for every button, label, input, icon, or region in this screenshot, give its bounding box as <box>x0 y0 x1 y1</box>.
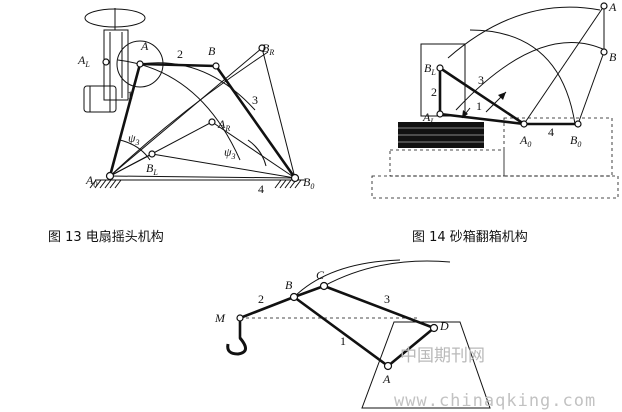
angle-arc-2 <box>247 139 267 167</box>
joint-b0 <box>290 173 300 183</box>
joint-a-fig15 <box>383 361 393 371</box>
figure-14-sandbox-mechanism: A B BL 2 3 1 AL 4 A0 B0 <box>371 0 619 199</box>
figure-13-fan-mechanism: A 2 B BR AL AR 1 3 ψ3 ψ3 BL A0 B0 4 <box>77 8 314 196</box>
label-link-4-fig14: 4 <box>548 125 554 139</box>
label-c: C <box>316 268 325 282</box>
label-link-3-fig14: 3 <box>478 73 484 87</box>
line-ar-b0 <box>211 121 296 179</box>
line-br-b0 <box>261 47 296 179</box>
label-link-2-fig14: 2 <box>431 85 437 99</box>
joint-bl <box>148 150 156 158</box>
arc-ab <box>139 62 256 111</box>
label-a: A <box>140 39 149 53</box>
joint-c <box>319 281 329 291</box>
label-link-2-fig15: 2 <box>258 292 264 306</box>
link-3-fig14 <box>438 66 526 126</box>
line-a0-a <box>523 5 605 125</box>
joint-a-fig14 <box>600 2 608 10</box>
joint-a0-fig14 <box>520 120 528 128</box>
link-2-fig15 <box>238 295 296 320</box>
arc-dashed <box>107 51 269 179</box>
motor-housing <box>83 85 117 113</box>
flip-frame <box>420 43 466 117</box>
link-1 <box>108 62 142 178</box>
arc-b <box>293 259 401 298</box>
label-psi-2: ψ3 <box>224 145 235 161</box>
label-b: B <box>208 44 216 58</box>
arc-upper <box>447 6 601 59</box>
joint-b <box>212 62 220 70</box>
label-link-3: 3 <box>252 93 258 107</box>
ground-hatch-a0 <box>89 179 122 189</box>
link-ad <box>386 326 436 368</box>
joint-b-fig14 <box>600 48 608 56</box>
label-a0: A0 <box>85 173 97 189</box>
arc-lower <box>469 29 576 125</box>
label-link-2: 2 <box>177 47 183 61</box>
base-frame <box>361 321 491 409</box>
foundation-left <box>389 149 505 177</box>
caption-figure-14: 图 14 砂箱翻箱机构 <box>412 229 528 245</box>
link-1-fig15 <box>292 295 390 368</box>
label-link-1: 1 <box>127 88 133 102</box>
label-d: D <box>439 319 449 333</box>
label-al: AL <box>77 53 90 69</box>
joint-al <box>102 58 110 66</box>
label-link-4: 4 <box>258 182 264 196</box>
joint-bl-fig14 <box>436 64 444 72</box>
hook-icon <box>226 337 247 356</box>
link-4-ground <box>109 175 296 179</box>
label-bl-fig14: BL <box>424 61 436 77</box>
line-a0-br <box>109 47 263 177</box>
joint-b0-fig14 <box>574 120 582 128</box>
caption-figure-13: 图 13 电扇摇头机构 <box>48 229 164 245</box>
joint-al-fig14 <box>436 110 444 118</box>
foundation-lower <box>371 175 619 199</box>
watermark-cn: 中国期刊网 <box>400 346 485 366</box>
label-b0-fig14: B0 <box>570 133 581 149</box>
link-2 <box>138 62 218 68</box>
label-link-3-fig15: 3 <box>384 292 390 306</box>
joint-m <box>236 314 244 322</box>
label-link-1-fig14: 1 <box>476 99 482 113</box>
joint-b-fig15 <box>289 292 299 302</box>
joint-ar <box>208 118 216 126</box>
link-3 <box>214 64 297 180</box>
joint-a <box>136 60 144 68</box>
line-a0-bl <box>109 153 153 177</box>
label-a0-fig14: A0 <box>519 133 531 149</box>
line-bl-b0 <box>151 153 296 179</box>
figure-15-hook-mechanism: M 2 B C 3 D 1 A <box>214 259 491 409</box>
label-br: BR <box>262 41 274 57</box>
label-ar: AR <box>217 117 230 133</box>
label-link-1-fig15: 1 <box>340 334 346 348</box>
joint-br <box>258 44 266 52</box>
link-1-fig14 <box>438 112 526 126</box>
joint-a0 <box>105 171 115 181</box>
link-bc <box>292 284 326 299</box>
foundation-right <box>503 117 613 177</box>
label-a-fig14: A <box>608 0 617 14</box>
label-b-fig14: B <box>609 50 617 64</box>
label-m: M <box>214 311 226 325</box>
label-al-fig14: AL <box>422 110 435 126</box>
label-a-fig15: A <box>382 372 391 386</box>
link-3-fig15 <box>322 284 436 330</box>
label-psi-1: ψ3 <box>128 131 139 147</box>
joint-d <box>429 323 439 333</box>
angle-arc-1 <box>119 139 151 161</box>
arc-c <box>323 260 451 287</box>
label-b0: B0 <box>303 175 314 191</box>
watermark-url: www.chinaqking.com <box>394 391 596 411</box>
line-b0-b <box>577 51 605 125</box>
label-bl: BL <box>146 161 158 177</box>
label-b-fig15: B <box>285 278 293 292</box>
